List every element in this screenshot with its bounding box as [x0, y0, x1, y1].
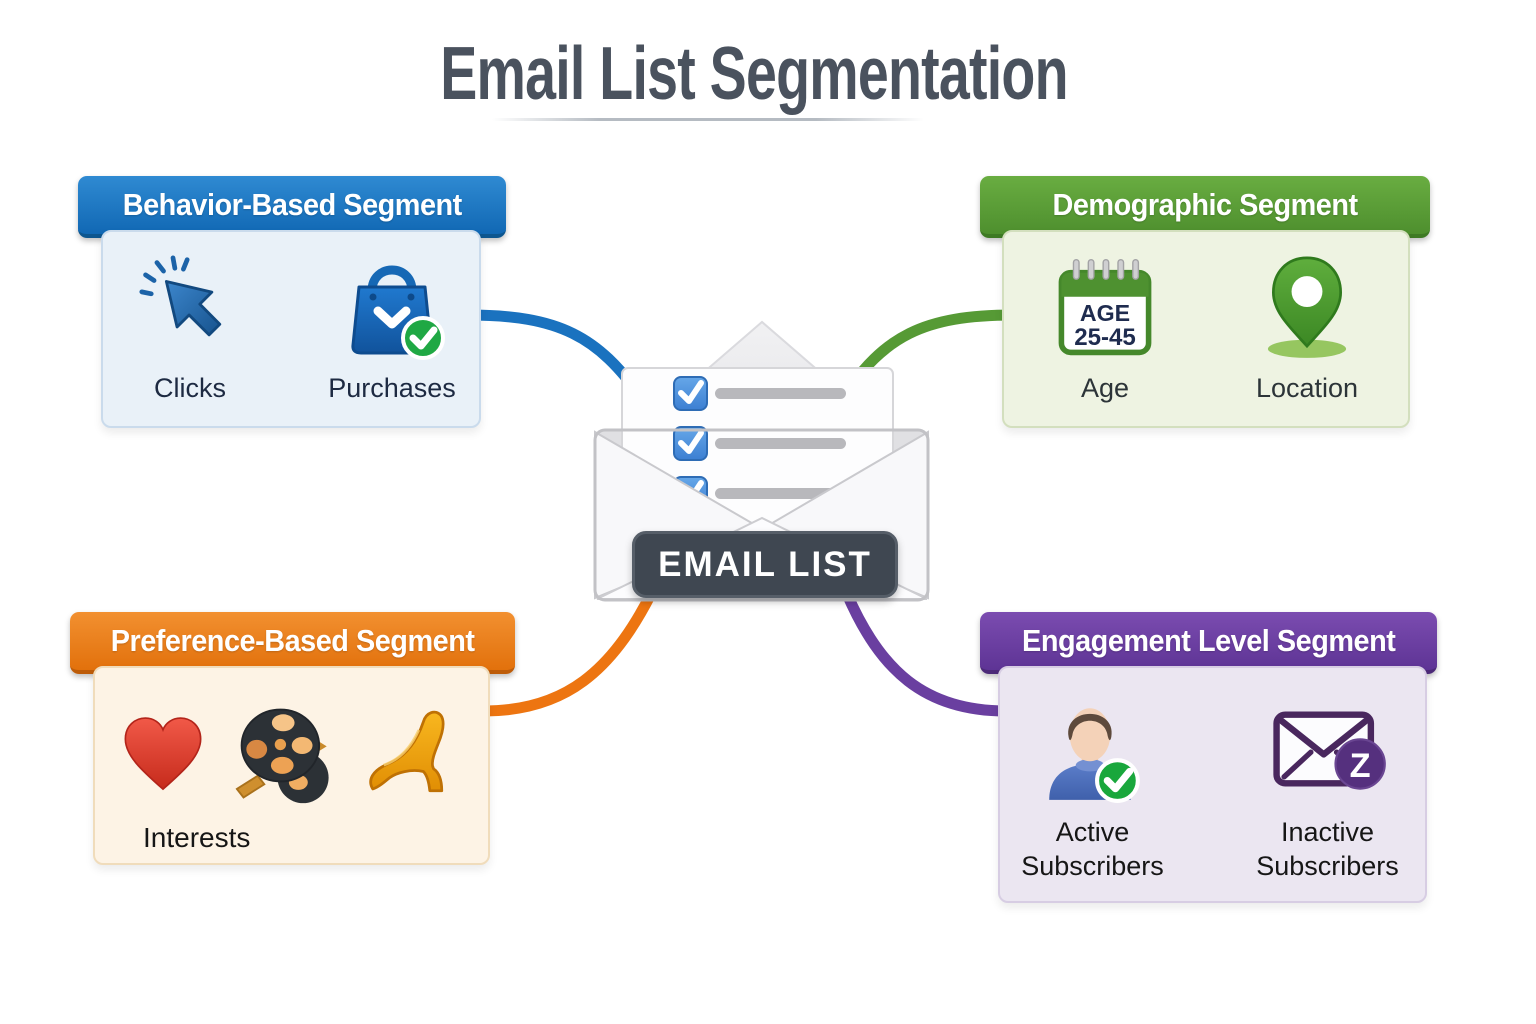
- title-underline: [492, 118, 924, 121]
- segment-engagement-body: Active Subscribers Z Inactive Subscriber…: [998, 666, 1427, 903]
- high-heel-icon: [368, 710, 445, 793]
- item-age-label: Age: [1080, 373, 1130, 403]
- sleep-badge-icon: Z: [1333, 738, 1386, 790]
- segment-preference-body: Interests: [93, 666, 490, 865]
- age-calendar-icon: AGE 25-45: [1058, 259, 1152, 356]
- item-location-label: Location: [1255, 373, 1359, 403]
- item-purchases-label: Purchases: [328, 373, 456, 403]
- segment-engagement-header: Engagement Level Segment: [980, 612, 1437, 674]
- connector-preference: [478, 588, 657, 717]
- segment-demographic-body: AGE 25-45 Age Location: [1002, 230, 1410, 428]
- email-list-badge: EMAIL LIST: [632, 531, 898, 598]
- item-inactive-subscribers: Z Inactive Subscribers: [1238, 688, 1418, 884]
- item-clicks: Clicks: [115, 248, 265, 406]
- calendar-age-text: AGE: [1080, 300, 1130, 326]
- segment-behavior-body: Clicks: [101, 230, 481, 428]
- active-subscriber-icon: [1048, 708, 1140, 803]
- calendar-range-text: 25-45: [1074, 324, 1136, 351]
- segment-preference-title: Preference-Based Segment: [110, 623, 475, 658]
- item-location: Location: [1232, 248, 1382, 406]
- segment-behavior-header: Behavior-Based Segment: [78, 176, 506, 238]
- film-reel-icon: [235, 708, 329, 804]
- segment-demographic-header: Demographic Segment: [980, 176, 1430, 238]
- location-pin-icon: [1267, 256, 1347, 358]
- item-interests-label: Interests: [143, 822, 251, 853]
- segment-behavior-title: Behavior-Based Segment: [122, 187, 462, 222]
- check-badge-icon: [1094, 758, 1140, 803]
- item-active-subscribers: Active Subscribers: [1008, 688, 1178, 884]
- item-clicks-label: Clicks: [154, 373, 226, 403]
- segment-demographic-title: Demographic Segment: [1052, 187, 1358, 222]
- page-title: Email List Segmentation: [440, 31, 1068, 115]
- segment-preference-header: Preference-Based Segment: [70, 612, 515, 674]
- item-age: AGE 25-45 Age: [1030, 248, 1180, 406]
- item-active-label: Active Subscribers: [1021, 817, 1164, 881]
- shopping-bag-check-icon: [351, 265, 445, 360]
- email-list-badge-label: EMAIL LIST: [658, 544, 872, 584]
- inactive-subscriber-icon: Z: [1272, 711, 1386, 790]
- segment-engagement-title: Engagement Level Segment: [1021, 623, 1396, 658]
- cursor-click-icon: [139, 255, 222, 337]
- connector-engagement: [841, 588, 1012, 717]
- item-inactive-label: Inactive Subscribers: [1256, 817, 1399, 881]
- item-purchases: Purchases: [317, 248, 467, 406]
- heart-icon: [124, 717, 201, 791]
- sleep-badge-letter: Z: [1349, 747, 1370, 785]
- check-badge-icon: [401, 316, 445, 360]
